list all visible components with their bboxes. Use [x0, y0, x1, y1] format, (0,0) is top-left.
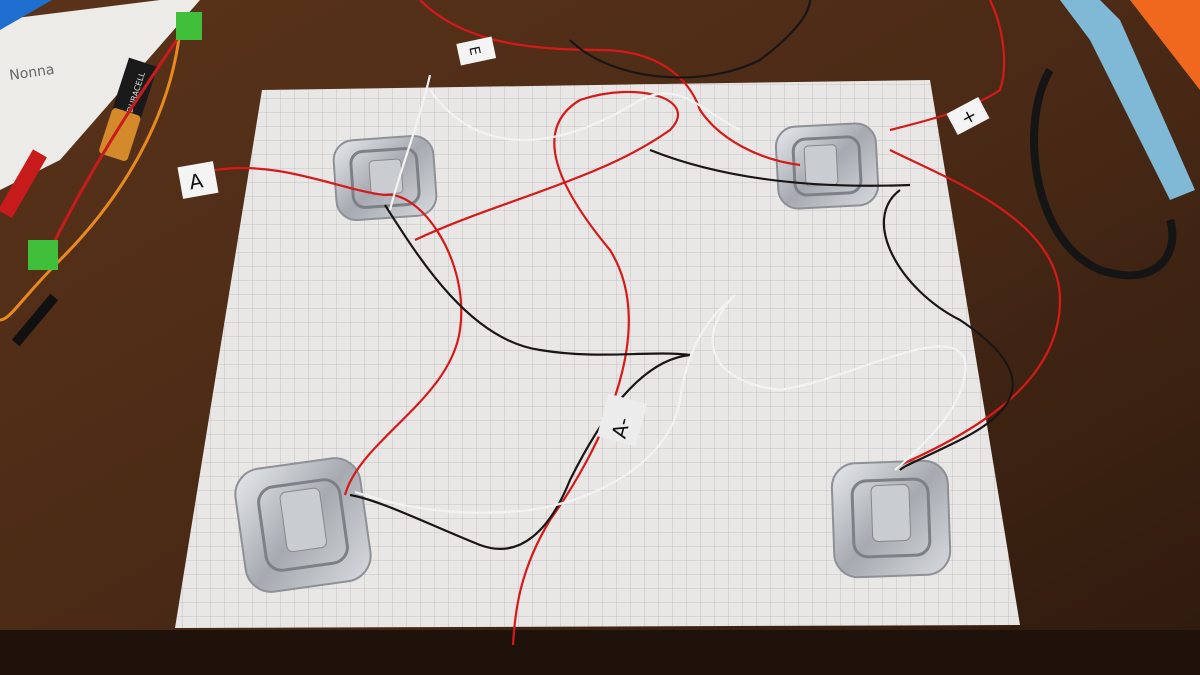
green-connector [176, 12, 202, 40]
label-e-text: E [465, 45, 482, 57]
load-cell-top-left [332, 134, 438, 222]
wire-red [889, 149, 1062, 467]
wire-red [343, 193, 463, 496]
blue-bottle [0, 0, 61, 30]
desk-wire-red [48, 19, 192, 251]
aa-battery: DURACELL [99, 57, 158, 161]
pin-header [11, 293, 59, 347]
wire-black [384, 204, 691, 357]
wire-white [429, 89, 741, 141]
tape-label-a: A [177, 161, 219, 199]
wire-black [649, 148, 911, 187]
wire-red [419, 0, 801, 167]
desk-edge-shadow [0, 630, 1200, 675]
desk-wire-orange [0, 29, 182, 322]
wire-white [711, 294, 967, 471]
tape-label-a-minus: A- [596, 393, 648, 447]
load-cell-bottom-left [234, 457, 372, 593]
tape-label-e: E [456, 36, 497, 66]
notepad-handwriting: Nonna [8, 62, 55, 84]
green-connector [28, 240, 58, 270]
pliers-handle [1060, 0, 1195, 200]
red-pen [0, 149, 47, 218]
wire-red [214, 166, 386, 197]
wire-black [569, 0, 812, 79]
wire-white [354, 294, 736, 514]
wire-red [414, 90, 679, 646]
load-cell-bottom-right [830, 459, 952, 579]
wire-black [882, 189, 1014, 471]
wire-red [889, 0, 1006, 132]
wire-black [349, 353, 691, 550]
tape-label-plus: + [946, 96, 990, 136]
notepad: Nonna [0, 0, 200, 190]
wiring [214, 0, 1062, 646]
load-cell-top-right [774, 122, 880, 210]
black-cable [1030, 67, 1177, 280]
label-a-text: A [187, 168, 205, 194]
wire-white [388, 74, 432, 211]
orange-object [1130, 0, 1200, 90]
